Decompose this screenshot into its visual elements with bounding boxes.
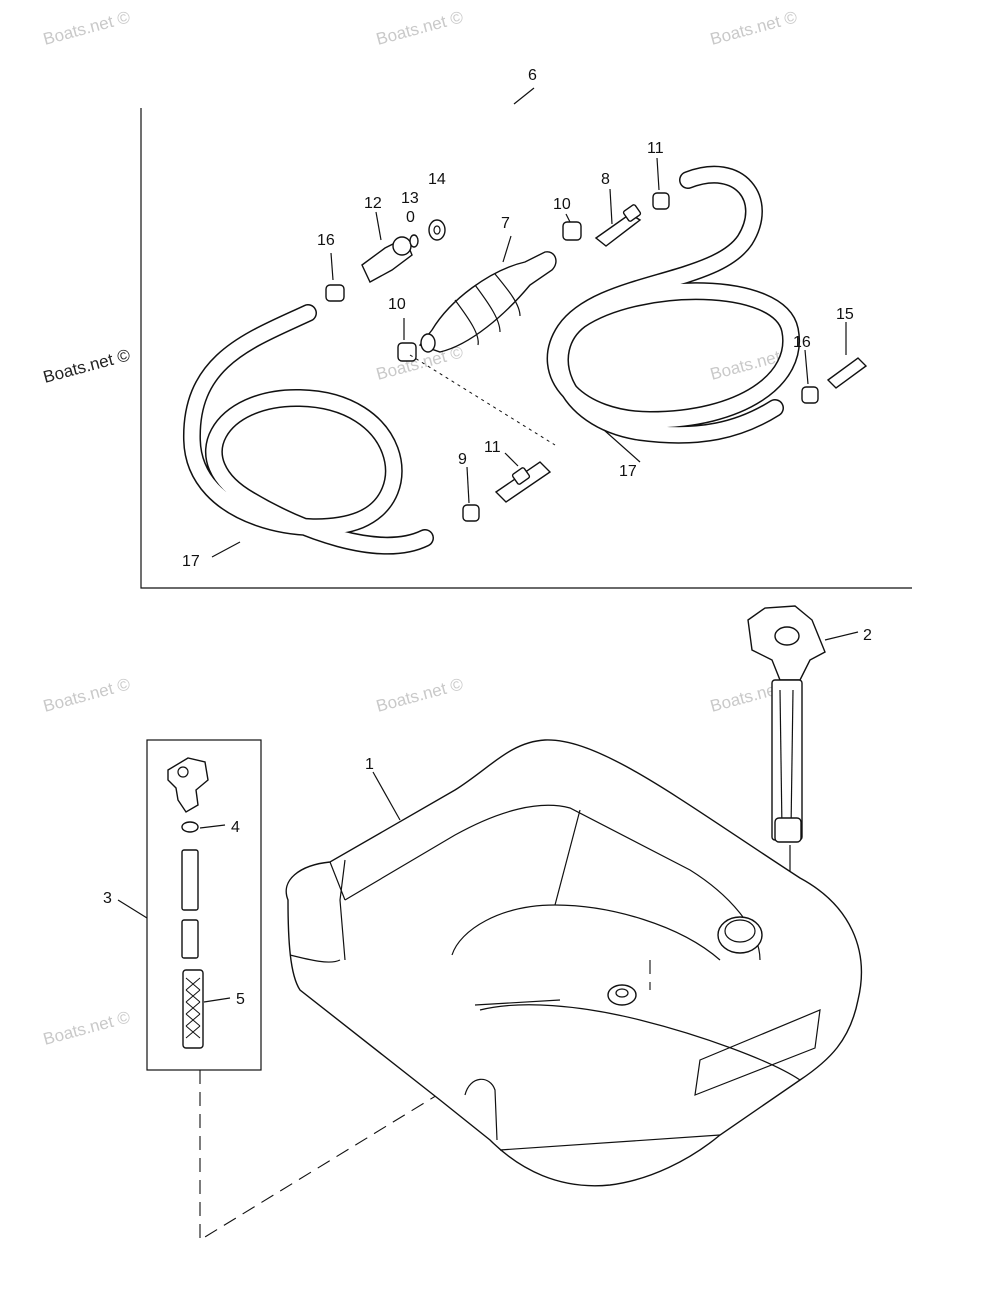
fuel-hose-right [546,165,801,444]
filter-screen-5 [182,969,204,1049]
callout-11-lower: 11 [484,439,501,456]
watermark: Boats.net © [41,7,132,49]
callout-14: 14 [428,171,446,188]
pickup-assembly-frame [146,739,262,1071]
o-ring-13 [409,234,419,248]
callout-9: 9 [458,451,467,468]
callout-11-upper: 11 [647,140,664,157]
leader-3 [117,899,148,919]
assembly-dotted-line [409,354,556,446]
o-ring-4 [181,821,199,833]
clamp-10-upper [562,221,582,241]
clamp-11-upper [652,192,670,210]
callout-16-right: 16 [793,334,811,351]
callout-16-left: 16 [317,232,335,249]
callout-7: 7 [501,215,510,232]
fuel-tank [285,739,862,1187]
callout-labels: 6 7 8 9 10 10 11 11 12 13 0 14 15 16 16 … [103,67,872,1008]
callout-13-oring: 0 [406,209,415,226]
callout-5: 5 [236,991,245,1008]
clamp-10-lower [397,342,417,362]
watermark: Boats.net © [374,7,465,49]
fuel-hose-left [182,304,434,555]
callout-13: 13 [401,190,419,207]
callout-1: 1 [365,756,374,773]
callout-12: 12 [364,195,382,212]
callout-8: 8 [601,171,610,188]
callout-4: 4 [231,819,240,836]
pickup-elbow [167,757,209,813]
leader-lines-upper [211,157,847,558]
fittings [325,192,868,522]
fitting-8 [594,213,642,247]
watermark: Boats.net © [41,1007,132,1049]
fuel-gauge [747,605,859,885]
callout-10-upper: 10 [553,196,571,213]
washer-14 [428,219,446,241]
callout-17-right: 17 [619,463,637,480]
callout-15: 15 [836,306,854,323]
watermark: Boats.net © [708,7,799,49]
callout-3: 3 [103,890,112,907]
callout-2: 2 [863,627,872,644]
clamp-16-left [325,284,345,302]
clamp-16-right [801,386,819,404]
callout-6: 6 [528,67,537,84]
watermark: Boats.net © [41,345,132,387]
pickup-to-tank-dashed-line [199,964,651,1241]
leader-6 [513,87,535,105]
pickup-tube-upper [181,849,199,911]
pickup-tube-assembly [167,757,231,1049]
callout-17-left: 17 [182,553,200,570]
primer-bulb [418,251,557,353]
watermark: Boats.net © [374,674,465,716]
pickup-tube-lower [181,919,199,959]
fitting-15 [826,357,868,389]
watermark: Boats.net © [41,674,132,716]
fuel-line-kit-frame [140,108,912,589]
clamp-9 [462,504,480,522]
callout-10-lower: 10 [388,296,406,313]
